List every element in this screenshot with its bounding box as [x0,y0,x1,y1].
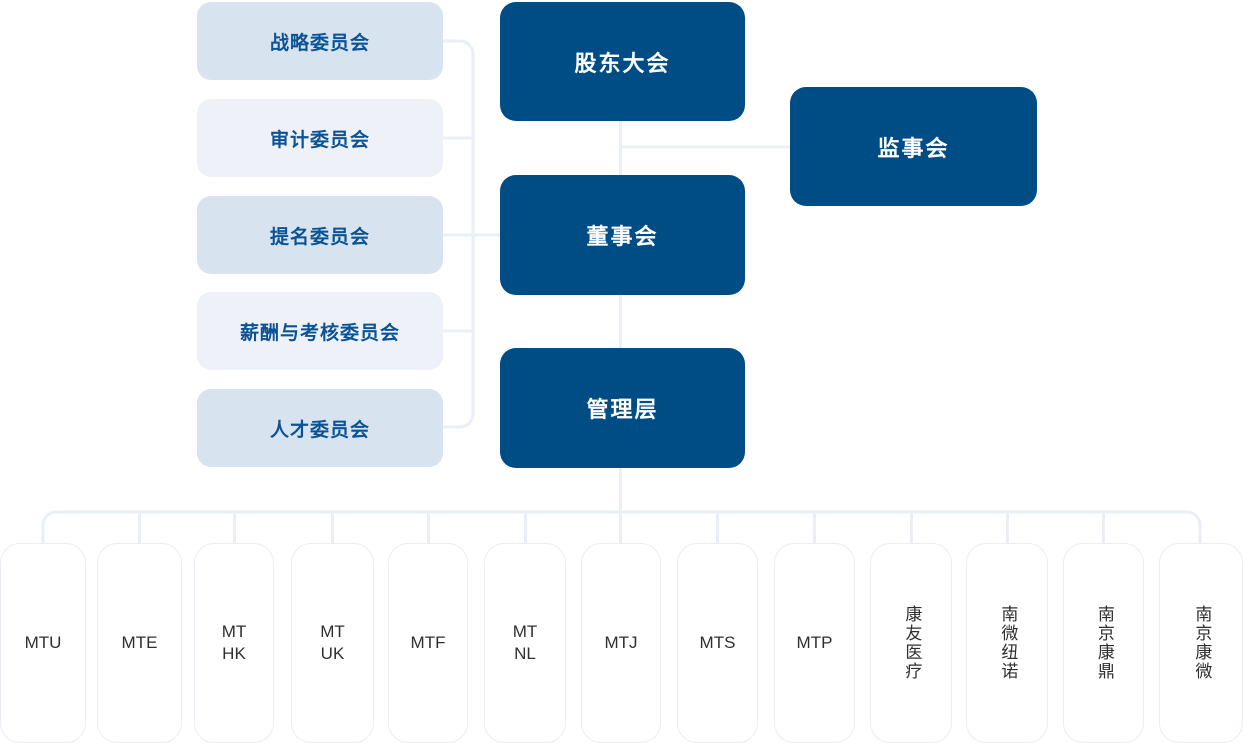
subsidiary-label: MTP [796,632,833,652]
subsidiary-label: MTU [24,632,62,652]
subsidiary-label: 南微纽诺 [998,605,1018,681]
subsidiary-label: MTF [410,632,446,652]
subsidiary-card[interactable]: MTJ [581,543,661,743]
subsidiary-label: MT UK [320,621,345,663]
subsidiary-card[interactable]: MTF [388,543,468,743]
subsidiary-card[interactable]: MT NL [484,543,566,743]
committee-card-remuneration-appraisal[interactable]: 薪酬与考核委员会 [197,292,443,370]
governance-box-label: 董事会 [586,224,659,249]
subsidiary-card[interactable]: MTE [97,543,182,743]
committee-label: 战略委员会 [269,32,370,54]
committee-label: 审计委员会 [269,129,370,151]
subsidiary-card[interactable]: 南京康鼎 [1063,543,1144,743]
committee-card-audit[interactable]: 审计委员会 [197,99,443,177]
connector-committee-rail [443,39,475,429]
subsidiary-card[interactable]: 康友医疗 [870,543,952,743]
subsidiary-label: MTJ [604,632,638,652]
subsidiary-card[interactable]: 南京康微 [1159,543,1243,743]
subsidiary-label: MT NL [512,621,538,663]
subsidiary-label: 南京康微 [1192,605,1212,681]
connector-subsidiary-bus [41,510,1202,543]
committee-label: 薪酬与考核委员会 [239,322,400,344]
committee-card-nomination[interactable]: 提名委员会 [197,196,443,274]
subsidiary-label: MT HK [221,621,247,663]
subsidiary-label: 康友医疗 [902,605,922,681]
subsidiary-label: 南京康鼎 [1094,605,1114,681]
governance-box-label: 管理层 [586,397,659,422]
subsidiary-label: MTS [699,632,736,652]
subsidiary-label: MTE [121,632,158,652]
subsidiary-card[interactable]: MTU [0,543,86,743]
subsidiary-card[interactable]: MTS [677,543,758,743]
governance-box-label: 监事会 [877,135,950,161]
committee-label: 提名委员会 [269,226,370,248]
committee-card-talent[interactable]: 人才委员会 [197,389,443,467]
committee-label: 人才委员会 [269,419,370,441]
subsidiary-card[interactable]: MT HK [194,543,274,743]
governance-box-management[interactable]: 管理层 [500,348,745,468]
subsidiary-card[interactable]: MTP [774,543,855,743]
governance-box-board-of-directors[interactable]: 董事会 [500,175,745,295]
subsidiary-card[interactable]: MT UK [291,543,374,743]
governance-box-shareholders-meeting[interactable]: 股东大会 [500,2,745,121]
subsidiary-card[interactable]: 南微纽诺 [966,543,1048,743]
governance-box-supervisory-board[interactable]: 监事会 [790,87,1037,206]
committee-card-strategy[interactable]: 战略委员会 [197,2,443,80]
governance-box-label: 股东大会 [574,50,671,76]
